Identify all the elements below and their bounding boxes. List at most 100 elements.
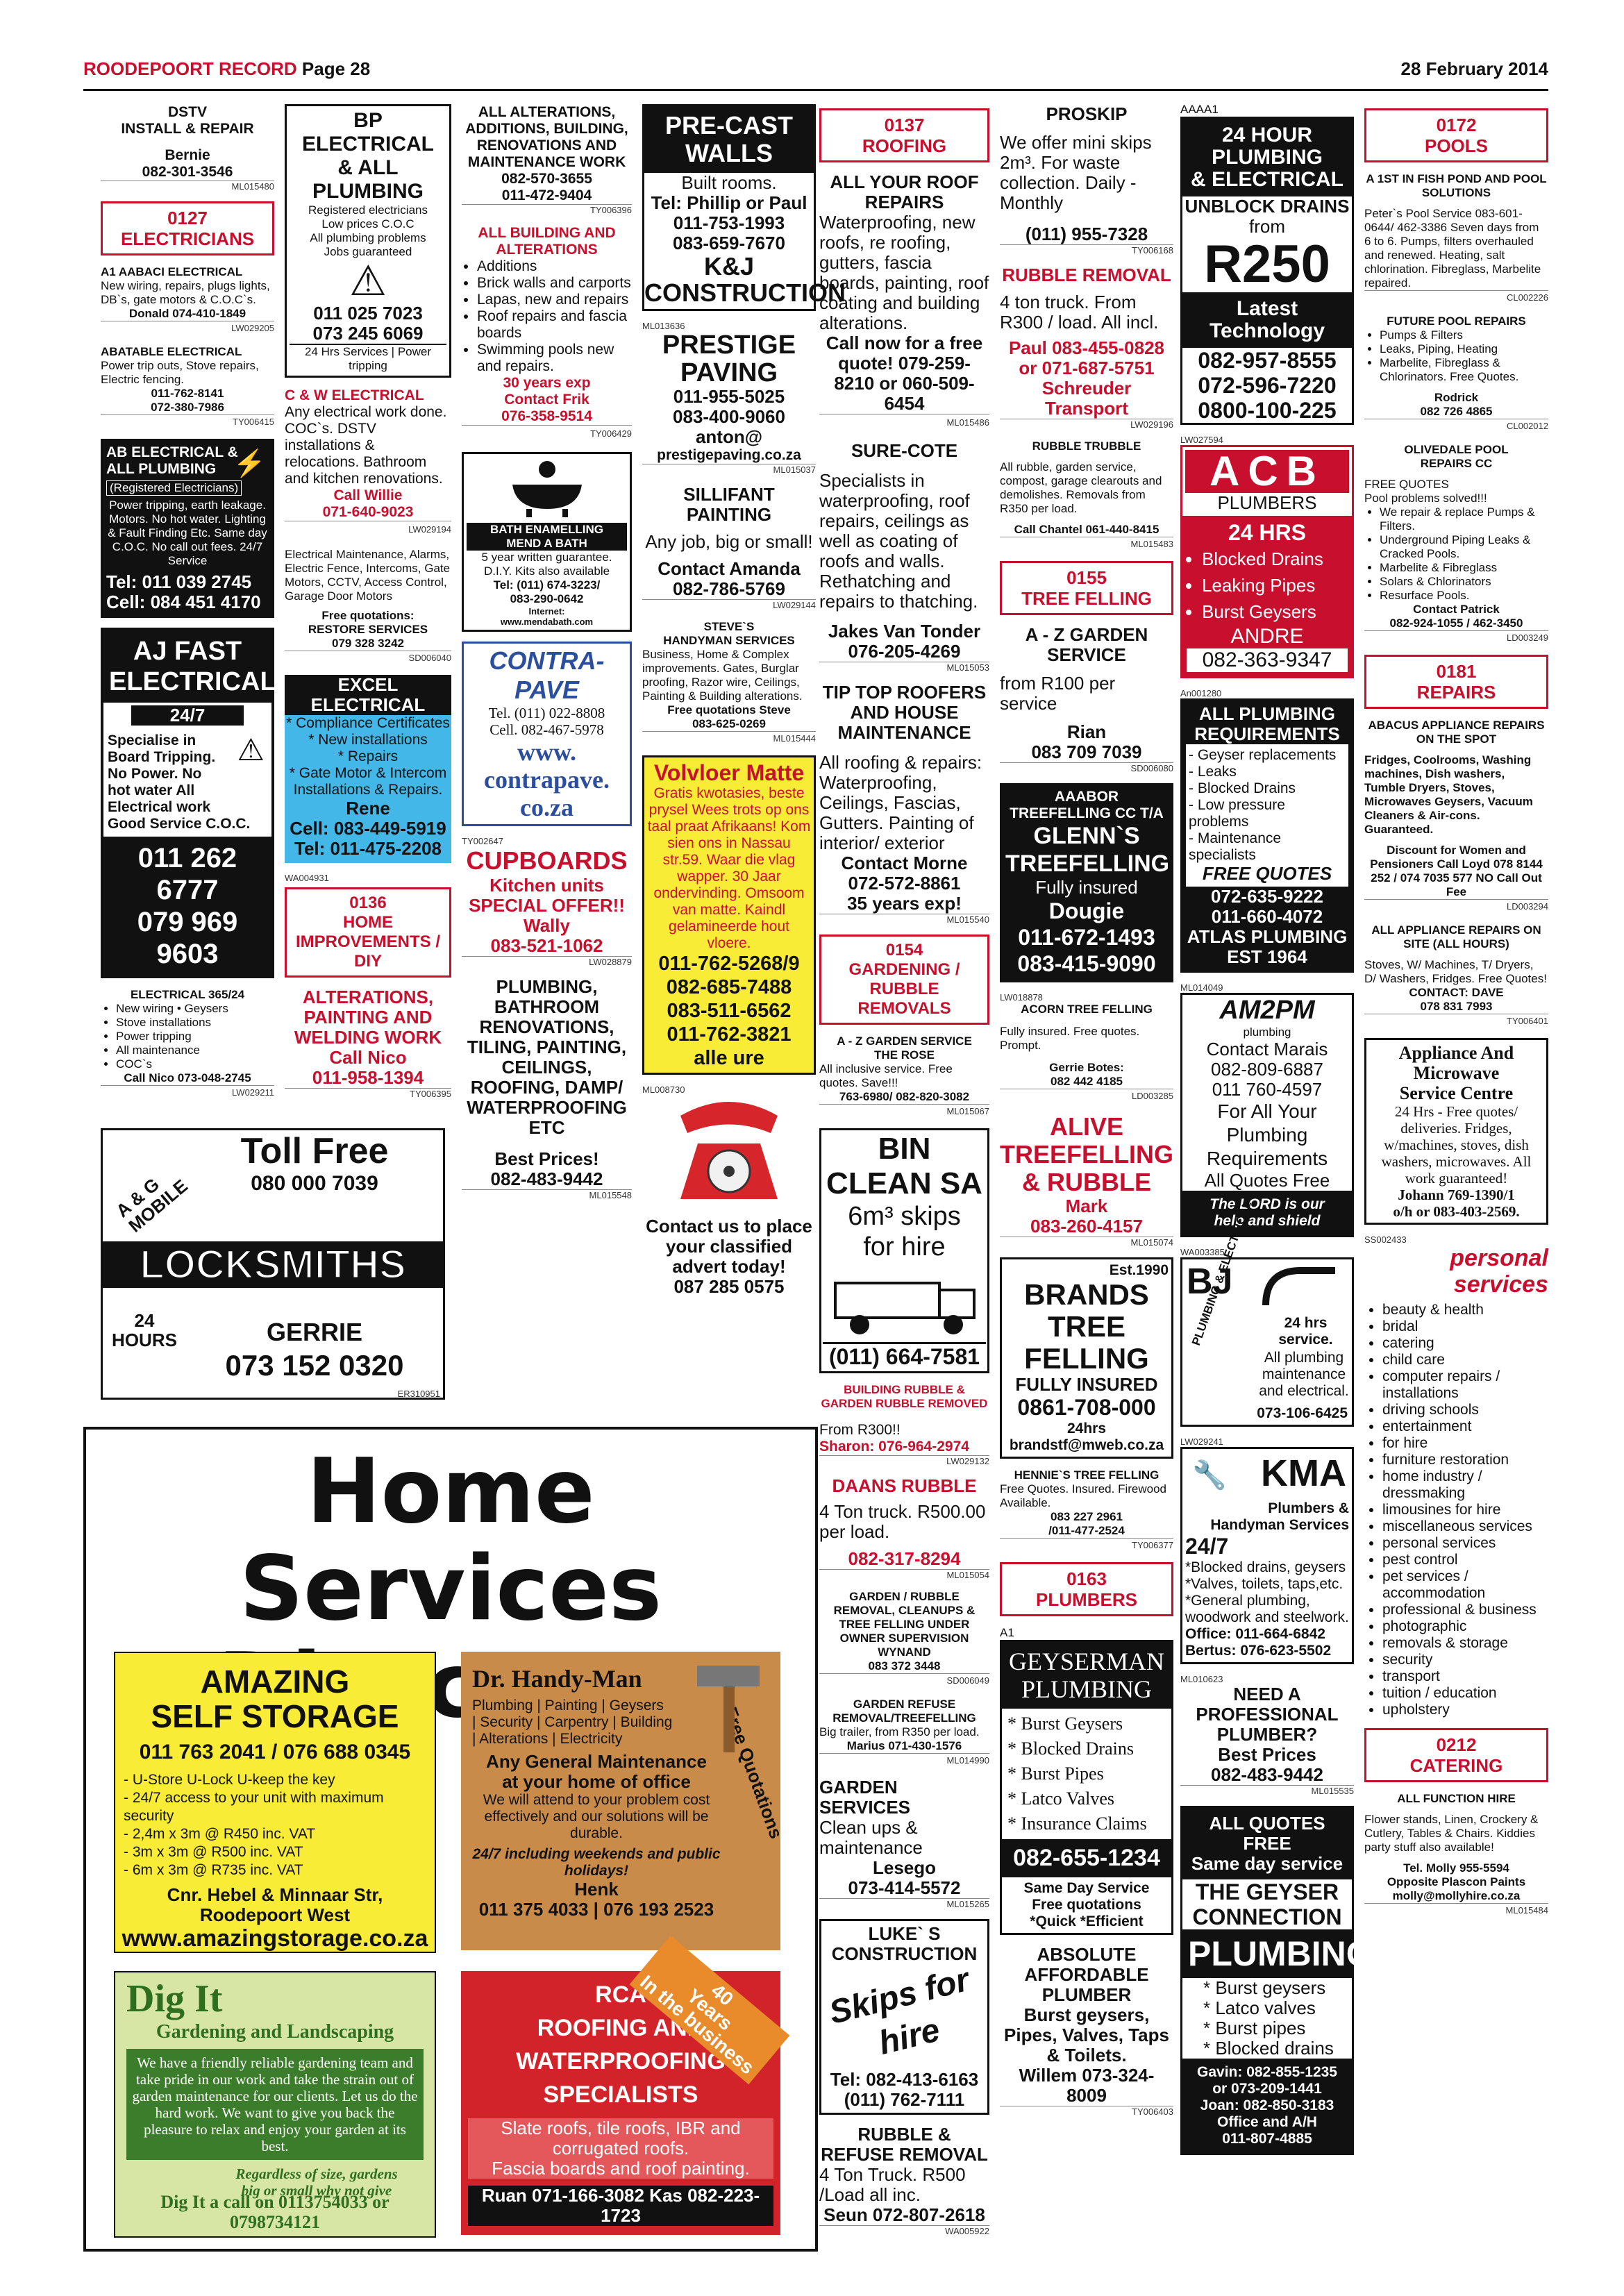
- em-phone: 079 328 3242: [332, 637, 404, 650]
- bath-icon: [512, 461, 582, 517]
- rr-title: RUBBLE & REFUSE REMOVAL: [821, 2124, 988, 2165]
- list-item: We repair & replace Pumps & Filters.: [1380, 505, 1548, 533]
- column-6: PROSKIP We offer mini skips 2m³. For was…: [1000, 104, 1173, 2127]
- am2pm-text: For All Your Plumbing Requirements: [1206, 1100, 1328, 1169]
- brands-title: BRANDS TREE FELLING: [1024, 1278, 1149, 1375]
- dig-call: Dig It a call on 0113754033 or 079873412…: [160, 2192, 390, 2232]
- list-item: Stove installations: [116, 1016, 274, 1030]
- grt-title: GARDEN REFUSE REMOVAL/TREEFELLING: [832, 1698, 976, 1725]
- vol-title: Volvloer Matte: [653, 760, 805, 785]
- a1-text: New wiring, repairs, plugs lights, DB`s,…: [101, 279, 270, 306]
- daans-ref: ML015054: [819, 1569, 989, 1580]
- handy-name: Henk: [574, 1879, 619, 1900]
- proskip-title: PROSKIP: [1046, 103, 1128, 124]
- wrench-icon: 🔧: [1192, 1460, 1227, 1491]
- geyser-title: GEYSERMAN PLUMBING: [1002, 1642, 1171, 1709]
- list-item: tuition / education: [1382, 1685, 1548, 1702]
- list-item: Marbelite, Fibreglass & Chlorinators. Fr…: [1380, 356, 1548, 384]
- gc-top: ALL QUOTES FREE Same day service: [1182, 1808, 1352, 1879]
- dig-regard: Regardless of size, gardens big or small…: [235, 2165, 398, 2199]
- amazing-title: AMAZING SELF STORAGE: [151, 1664, 399, 1734]
- abaa-title: ALL BUILDING AND ALTERATIONS: [478, 225, 616, 258]
- brands-ins: FULLY INSURED: [1015, 1374, 1158, 1395]
- handy-title: Dr. Handy-Man: [472, 1665, 642, 1693]
- category-gardening: 0154 GARDENING / RUBBLE REMOVALS: [819, 935, 989, 1025]
- em-name: RESTORE SERVICES: [308, 623, 428, 636]
- geyser-a1: A1: [1000, 1626, 1014, 1639]
- amazing-item: - 2,4m x 3m @ R450 inc. VAT: [124, 1826, 316, 1842]
- ab-sub: (Registered Electricians): [106, 480, 242, 496]
- abaa-exp: 30 years exp Contact Frik 076-358-9514: [501, 375, 592, 424]
- kma-ref: ML010623: [1180, 1674, 1223, 1684]
- luke-phones: Tel: 082-413-6163 (011) 762-7111: [830, 2069, 979, 2110]
- h24-title: 24 HOUR PLUMBING & ELECTRICAL: [1182, 119, 1352, 196]
- dig-it-ad: Dig It Gardening and Landscaping We have…: [114, 1971, 436, 2238]
- daans-phone: 082-317-8294: [848, 1548, 961, 1569]
- steve-title: STEVE`S HANDYMAN SERVICES: [663, 620, 795, 647]
- bin-phone: (011) 664-7581: [823, 1342, 986, 1370]
- acb-ref: An001280: [1180, 688, 1222, 698]
- a1-title: A1 AABACI ELECTRICAL: [101, 265, 243, 278]
- a1fish-title: A 1ST IN FISH POND AND POOL SOLUTIONS: [1366, 172, 1547, 199]
- aj-247: 24/7: [131, 705, 244, 726]
- bj-hrs: 24 hrs service.: [1278, 1315, 1333, 1348]
- phone-ad-text: Contact us to place your classified adve…: [646, 1216, 812, 1277]
- need-title: NEED A PROFESSIONAL PLUMBER?: [1196, 1684, 1339, 1745]
- need-best: Best Prices: [1218, 1744, 1316, 1765]
- column-8: 0172 POOLS A 1ST IN FISH POND AND POOL S…: [1364, 104, 1548, 1927]
- abacus-disc: Discount for Women and Pensioners Call L…: [1370, 844, 1543, 898]
- daans-title: DAANS RUBBLE: [832, 1475, 977, 1496]
- alt-phones: 082-570-3655 011-472-9404: [501, 171, 592, 203]
- amsc-text: 24 Hrs - Free quotes/ deliveries. Fridge…: [1381, 1103, 1532, 1187]
- rt-title: RUBBLE TRUBBLE: [1032, 439, 1141, 453]
- rubble-text: 4 ton truck. From R300 / load. All incl.: [1000, 292, 1159, 333]
- amazing-item: - 3m x 3m @ R500 inc. VAT: [124, 1844, 303, 1860]
- vol-foot: alle ure: [694, 1047, 764, 1069]
- list-item: COC`s: [116, 1057, 274, 1071]
- brands-email: brandstf@mweb.co.za: [1009, 1437, 1164, 1453]
- excel-name: Rene: [346, 798, 390, 819]
- pc-title: PRE-CAST WALLS: [644, 106, 814, 173]
- em-free: Free quotations:: [321, 609, 415, 622]
- list-item: for hire: [1382, 1435, 1548, 1452]
- list-item: computer repairs / installations: [1382, 1368, 1548, 1402]
- list-item: Brick walls and carports: [477, 275, 632, 292]
- excel-item: * Gate Motor & Intercom Installations & …: [289, 765, 447, 798]
- acorn-ref: LD003285: [1000, 1089, 1173, 1103]
- list-item: security: [1382, 1652, 1548, 1668]
- excel-item: * Repairs: [337, 748, 399, 764]
- plumb-title: PLUMBING, BATHROOM RENOVATIONS, TILING, …: [467, 976, 627, 1138]
- apr-item: - Low pressure problems: [1189, 797, 1285, 830]
- cup-contact: Wally 083-521-1062: [490, 915, 603, 956]
- brg-contact: Sharon: 076-964-2974: [819, 1439, 969, 1455]
- aaaa-tag: AAAA1: [1180, 103, 1219, 116]
- column-1: DSTV INSTALL & REPAIR Bernie 082-301-354…: [101, 104, 276, 1109]
- publication-title: ROODEPOORT RECORD Page 28: [83, 58, 371, 79]
- lightning-icon: ⚡: [233, 449, 266, 478]
- hammer-icon: [697, 1666, 760, 1752]
- vol-phones: 011-762-5268/9 082-685-7488 083-511-6562…: [658, 953, 800, 1046]
- page-header: ROODEPOORT RECORD Page 28 28 February 20…: [83, 58, 1548, 86]
- rca-roofing-ad: RCA ROOFING AND WATERPROOFING SPECIALIST…: [461, 1935, 790, 2235]
- warning-icon: ⚠: [237, 733, 265, 767]
- aj-title: AJ FAST ELECTRICAL: [103, 630, 276, 703]
- am2pm-quotes: All Quotes Free: [1204, 1170, 1330, 1191]
- list-item: child care: [1382, 1352, 1548, 1368]
- category-catering: 0212 CATERING: [1364, 1728, 1548, 1782]
- need-ref: ML015535: [1180, 1785, 1354, 1796]
- brands-phone: 0861-708-000: [1017, 1395, 1156, 1420]
- afh-ref: ML015484: [1364, 1903, 1548, 1918]
- abaa-list: Additions Brick walls and carports Lapas…: [462, 258, 632, 375]
- em-text: Electrical Maintenance, Alarms, Electric…: [285, 548, 451, 603]
- list-item: Underground Piping Leaks & Cracked Pools…: [1380, 533, 1548, 561]
- ps-list: beauty & health bridal catering child ca…: [1364, 1302, 1548, 1718]
- brands-est: Est.1990: [1109, 1262, 1169, 1278]
- kma-logo: KMA: [1261, 1452, 1346, 1494]
- list-item: pest control: [1382, 1552, 1548, 1568]
- kma-phones: Office: 011-664-6842 Bertus: 076-623-550…: [1185, 1626, 1332, 1659]
- bath-web: Internet: www.mendabath.com: [500, 606, 594, 627]
- pc-phones: 011-753-1993 083-659-7670: [673, 212, 785, 253]
- category-electricians: 0127 ELECTRICIANS: [101, 201, 274, 255]
- brg-title: BUILDING RUBBLE & GARDEN RUBBLE REMOVED: [821, 1383, 988, 1410]
- h24-unblock: UNBLOCK DRAINS: [1184, 196, 1350, 217]
